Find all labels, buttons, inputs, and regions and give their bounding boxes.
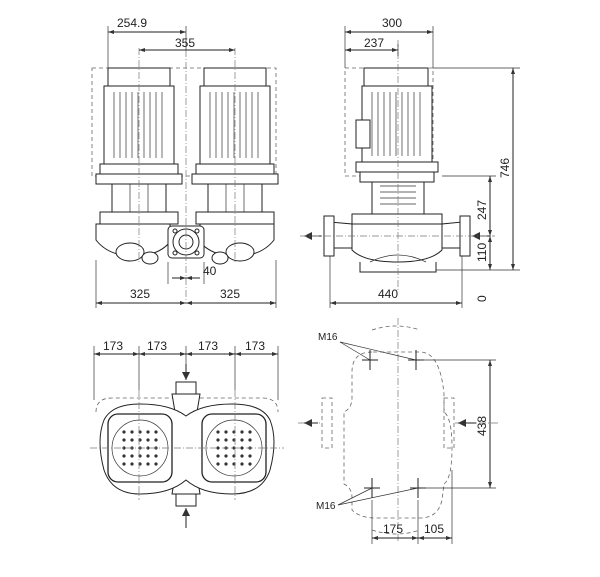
flow-out-arrow: [472, 232, 480, 240]
dim-355: 355: [175, 36, 195, 50]
footprint-view: M16 M16 438 175 105: [298, 318, 500, 544]
footprint-outline: [343, 351, 453, 519]
bolt-label-top: M16: [318, 332, 338, 343]
dim-110: 110: [475, 243, 489, 262]
dim-325-right: 325: [220, 287, 240, 301]
bolt-label-bottom: M16: [316, 501, 336, 512]
dim-40: 40: [203, 264, 217, 278]
dim-300: 300: [382, 16, 402, 30]
motor-envelope: [91, 67, 277, 177]
dim-254-9: 254.9: [117, 16, 147, 30]
right-fan-holes: [216, 430, 252, 466]
footprint-in-arrow: [304, 419, 312, 427]
side-motor-cap: [363, 67, 429, 87]
side-motor-body: [361, 85, 433, 163]
dim-325-left: 325: [130, 287, 150, 301]
dim-746: 746: [498, 158, 512, 178]
dim-105: 105: [424, 522, 444, 536]
side-pump-flange: [351, 213, 443, 225]
side-pump-body: [351, 223, 443, 263]
dim-173-4: 173: [245, 339, 265, 353]
dim-0: 0: [475, 295, 489, 302]
bottom-view: 173 173 173 173: [90, 339, 284, 528]
dim-438: 438: [475, 416, 489, 436]
dim-237: 237: [364, 36, 384, 50]
dim-173-3: 173: [198, 339, 218, 353]
bottom-flow-arrow: [182, 508, 190, 516]
dim-440: 440: [378, 287, 398, 301]
dim-247: 247: [475, 200, 489, 220]
terminal-box: [355, 119, 371, 149]
front-view: 254.9 355 40 325 325: [91, 16, 279, 308]
top-flow-arrow: [182, 372, 190, 380]
side-view: 300 237 746 247 110 0 440: [300, 16, 520, 308]
dim-175: 175: [383, 522, 403, 536]
twin-volute-outline: [99, 403, 275, 495]
side-motor-flange: [355, 161, 439, 173]
dim-173-2: 173: [147, 339, 167, 353]
dim-173-1: 173: [103, 339, 123, 353]
footprint-out-arrow: [458, 419, 466, 427]
flow-in-arrow: [304, 232, 312, 240]
outlet-flange: [441, 221, 463, 249]
